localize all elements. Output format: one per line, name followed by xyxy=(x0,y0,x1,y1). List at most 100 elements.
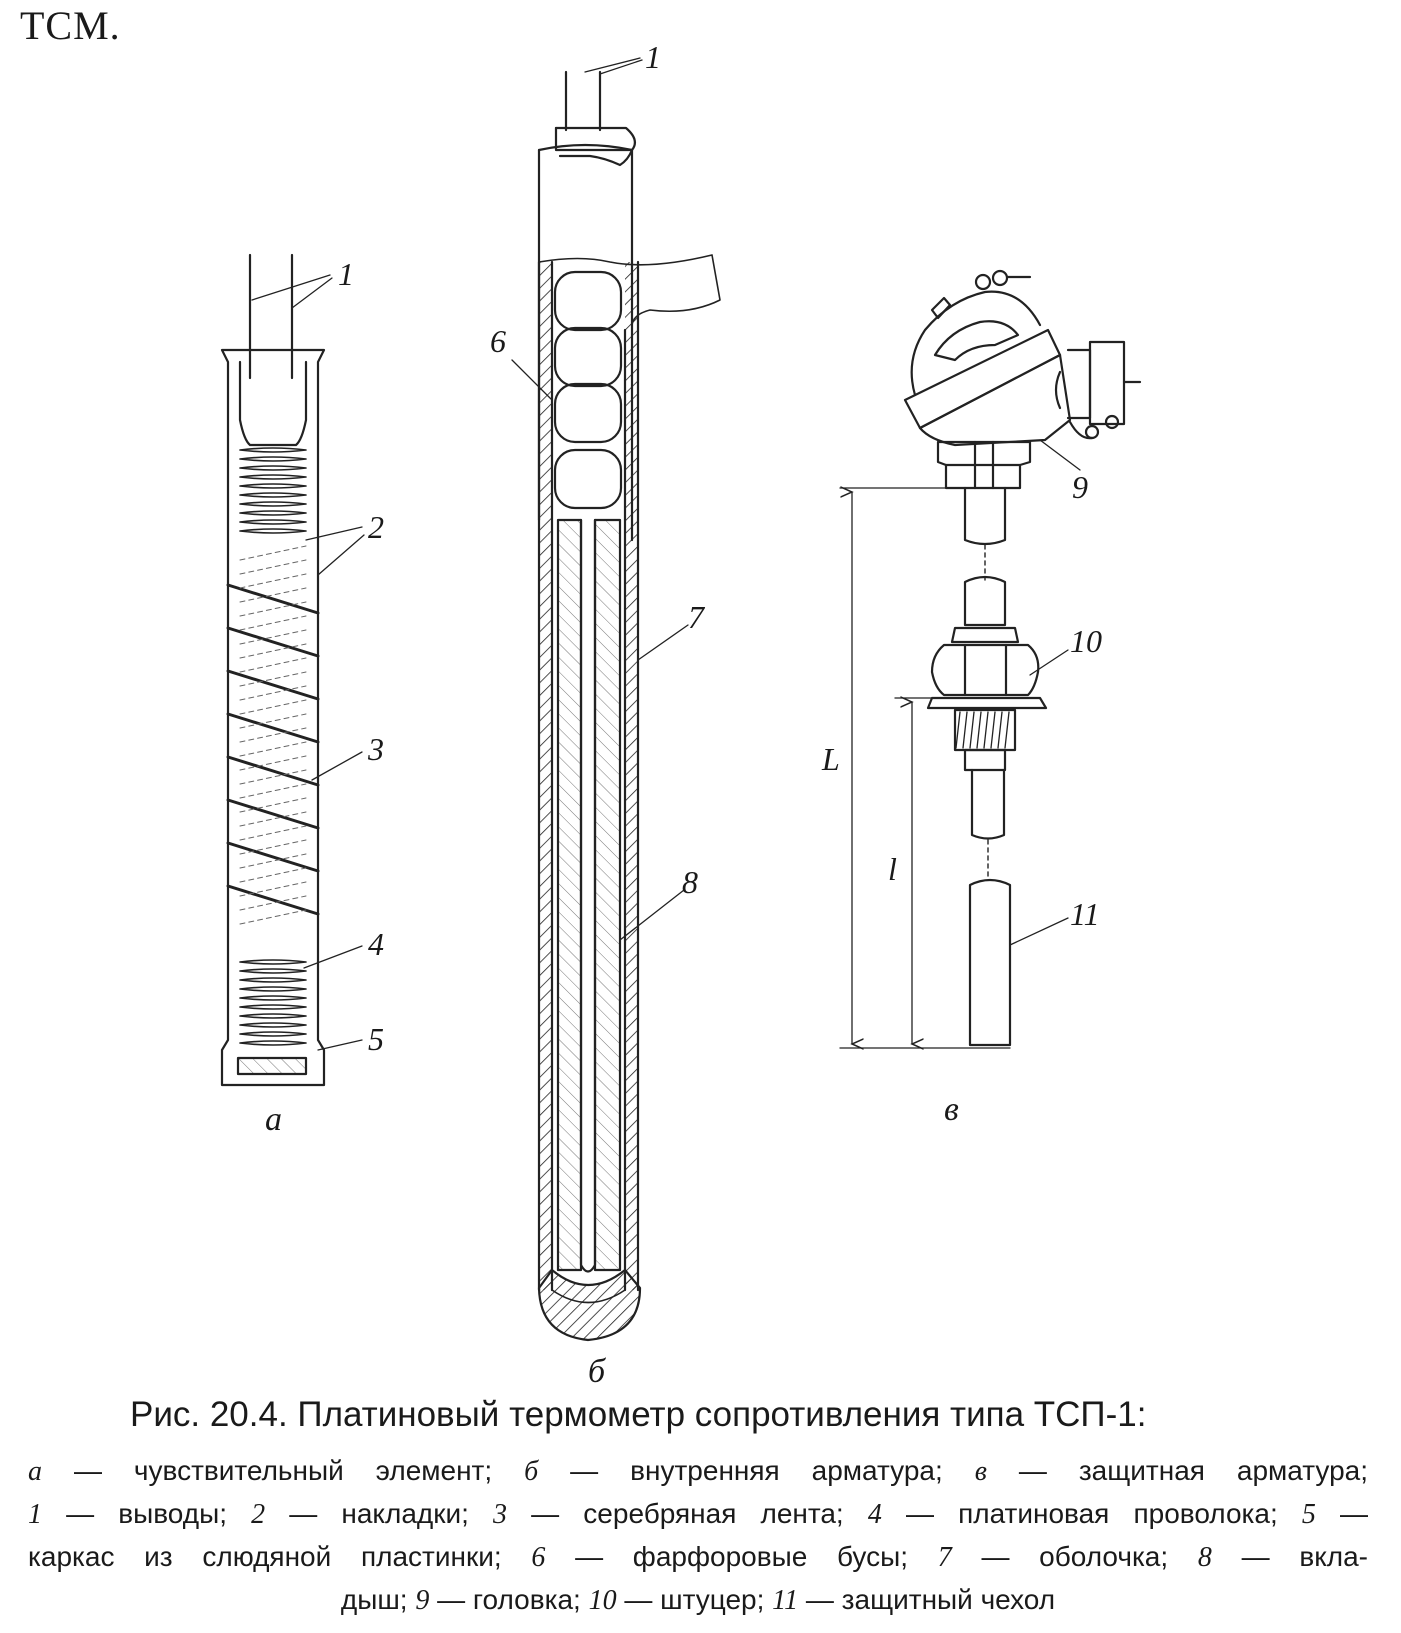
legend-text: — головка; xyxy=(429,1584,589,1615)
winding-dash xyxy=(239,629,307,645)
coil-turn xyxy=(239,510,307,516)
legend-key: 9 xyxy=(415,1585,430,1616)
tape-segment xyxy=(226,626,320,658)
silver-tape-spiral xyxy=(226,583,320,916)
winding-dash xyxy=(239,909,307,925)
callout-8: 8 xyxy=(682,864,698,900)
legend-text: каркас из слюдяной пластинки; xyxy=(28,1541,532,1572)
legend-key: 10 xyxy=(588,1585,617,1616)
winding-dash xyxy=(239,713,307,729)
coil-turn xyxy=(239,528,307,534)
figure-legend: а — чувствительный элемент; б — внутренн… xyxy=(28,1450,1368,1622)
winding-dash xyxy=(239,853,307,869)
legend-key: 4 xyxy=(867,1499,882,1530)
legend-line: каркас из слюдяной пластинки; 6 — фарфор… xyxy=(28,1536,1368,1579)
legend-text: — серебряная лента; xyxy=(507,1498,868,1529)
legend-key: 8 xyxy=(1197,1542,1212,1573)
thread-line xyxy=(990,711,996,749)
coil-turn xyxy=(239,474,307,480)
legend-text: — xyxy=(1315,1498,1369,1529)
coil-turn xyxy=(239,1031,307,1037)
winding-dash xyxy=(239,895,307,911)
legend-text: — защитный чехол xyxy=(798,1584,1056,1615)
callout-1b: 1 xyxy=(645,39,661,75)
coil-turn xyxy=(239,968,307,974)
tape-segment xyxy=(226,669,320,701)
thread-line xyxy=(976,711,982,749)
tape-segment xyxy=(226,712,320,744)
dimension-label-L: L xyxy=(821,741,840,777)
callout-7: 7 xyxy=(688,599,706,635)
winding-dash xyxy=(239,573,307,589)
callout-9: 9 xyxy=(1072,469,1088,505)
platinum-coil-top xyxy=(239,447,307,534)
legend-line: а — чувствительный элемент; б — внутренн… xyxy=(28,1450,1368,1493)
top-word: ТСМ. xyxy=(20,3,121,48)
thermometer-figure: 1 2 3 4 5 1 6 7 8 9 10 11 L l а б в xyxy=(220,39,1142,1390)
coil-turn xyxy=(239,995,307,1001)
legend-key: 5 xyxy=(1301,1499,1316,1530)
callout-6: 6 xyxy=(490,323,506,359)
callout-11: 11 xyxy=(1070,896,1100,932)
coil-turn xyxy=(239,1040,307,1046)
legend-text: — внутренняя арматура; xyxy=(538,1455,975,1486)
coil-turn xyxy=(239,1004,307,1010)
legend-key: б xyxy=(524,1456,539,1487)
winding-dash xyxy=(239,797,307,813)
legend-key: 6 xyxy=(531,1542,546,1573)
winding-dash xyxy=(239,643,307,659)
coil-turn xyxy=(239,483,307,489)
coil-turn xyxy=(239,447,307,453)
legend-key: 1 xyxy=(28,1499,42,1530)
tape-segment xyxy=(226,841,320,873)
panel-label-a: а xyxy=(265,1101,282,1138)
coil-turn xyxy=(239,959,307,965)
callout-3: 3 xyxy=(367,731,384,767)
winding-dash xyxy=(239,881,307,897)
legend-key: 7 xyxy=(937,1542,952,1573)
tape-segment xyxy=(226,755,320,787)
coil-turn xyxy=(239,501,307,507)
winding-dash xyxy=(239,671,307,687)
winding-dash xyxy=(239,755,307,771)
winding-dash xyxy=(239,783,307,799)
legend-key: а xyxy=(28,1456,42,1487)
legend-text: — фарфоровые бусы; xyxy=(545,1541,938,1572)
coil-turn xyxy=(239,519,307,525)
coil-turn xyxy=(239,492,307,498)
winding-dash xyxy=(239,867,307,883)
thread-line xyxy=(962,711,968,749)
figure-caption-title: Рис. 20.4. Платиновый термометр сопротив… xyxy=(130,1395,1147,1434)
legend-text: — выводы; xyxy=(42,1498,252,1529)
winding-dash xyxy=(239,657,307,673)
callout-1a: 1 xyxy=(338,256,354,292)
dimension-label-l: l xyxy=(888,851,897,887)
legend-key: 11 xyxy=(772,1585,799,1616)
platinum-coil-bottom xyxy=(239,959,307,1046)
thread-line xyxy=(955,711,961,749)
legend-text: — платиновая проволока; xyxy=(881,1498,1302,1529)
winding-dash xyxy=(239,559,307,575)
coil-turn xyxy=(239,977,307,983)
tape-segment xyxy=(226,798,320,830)
panel-a-sensing-element xyxy=(220,253,365,1087)
legend-key: 3 xyxy=(493,1499,508,1530)
legend-text: дыш; xyxy=(340,1584,416,1615)
coil-turn xyxy=(239,1013,307,1019)
winding-dash xyxy=(239,825,307,841)
legend-text: — чувствительный элемент; xyxy=(42,1455,525,1486)
thread-line xyxy=(969,711,975,749)
legend-text: — накладки; xyxy=(265,1498,494,1529)
thread-line xyxy=(1004,711,1010,749)
panel-v-protective-fitting xyxy=(839,269,1142,1048)
winding-dash xyxy=(239,545,307,561)
winding-dash xyxy=(239,727,307,743)
legend-line: 1 — выводы; 2 — накладки; 3 — серебряная… xyxy=(28,1493,1368,1536)
callout-4: 4 xyxy=(368,926,384,962)
tape-segment xyxy=(226,884,320,916)
coil-turn xyxy=(239,1022,307,1028)
legend-text: — штуцер; xyxy=(616,1584,773,1615)
legend-key: 2 xyxy=(251,1499,266,1530)
legend-text: — защитная арматура; xyxy=(986,1455,1368,1486)
thread-line xyxy=(997,711,1003,749)
